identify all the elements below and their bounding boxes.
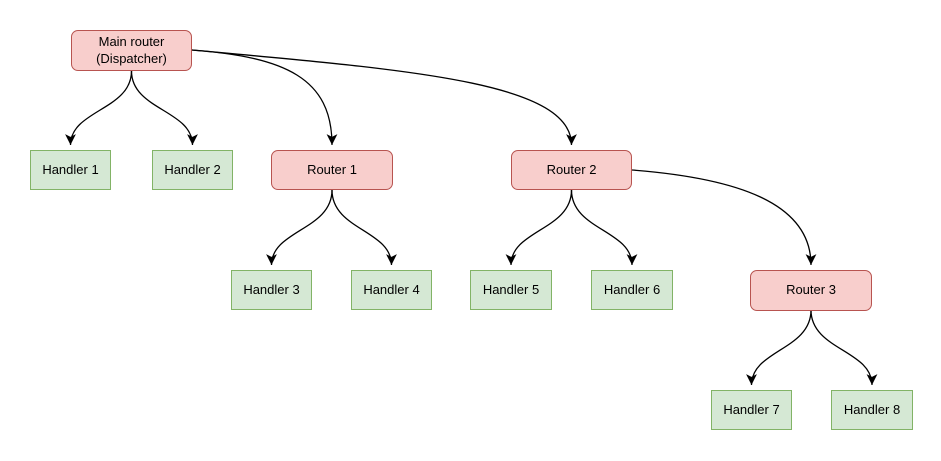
node-router-2-label: Router 2 [546, 161, 597, 177]
node-handler-8: Handler 8 [831, 390, 913, 430]
node-handler-2-label: Handler 2 [164, 161, 221, 177]
node-handler-3: Handler 3 [231, 270, 312, 310]
node-router-2: Router 2 [511, 150, 632, 190]
node-handler-7: Handler 7 [711, 390, 792, 430]
node-handler-3-label: Handler 3 [243, 281, 300, 297]
edge-main-router-to-router-1 [191, 49, 338, 146]
node-handler-6-label: Handler 6 [603, 281, 661, 297]
edge-router-2-to-handler-5 [505, 189, 573, 266]
node-router-1-label: Router 1 [307, 161, 357, 177]
node-handler-4: Handler 4 [351, 270, 432, 310]
node-main-router: Main router (Dispatcher) [71, 30, 192, 71]
node-handler-1-label: Handler 1 [42, 161, 99, 177]
edge-main-router-to-handler-1 [65, 70, 133, 146]
node-router-3: Router 3 [750, 270, 872, 311]
node-router-1: Router 1 [271, 150, 393, 190]
edge-router-3-to-handler-7 [746, 309, 812, 386]
node-handler-5: Handler 5 [470, 270, 552, 310]
node-main-router-label: Main router (Dispatcher) [96, 34, 167, 66]
node-handler-1: Handler 1 [30, 150, 111, 190]
node-handler-7-label: Handler 7 [723, 401, 780, 417]
node-router-3-label: Router 3 [786, 282, 836, 298]
node-handler-5-label: Handler 5 [482, 281, 540, 297]
edge-router-2-to-router-3 [631, 169, 817, 266]
edge-main-router-to-handler-2 [130, 70, 198, 146]
node-handler-8-label: Handler 8 [843, 401, 901, 417]
edge-router-3-to-handler-8 [810, 309, 878, 386]
edge-router-1-to-handler-3 [266, 189, 333, 266]
edge-main-router-to-router-2 [191, 49, 577, 146]
node-handler-2: Handler 2 [152, 150, 233, 190]
node-handler-6: Handler 6 [591, 270, 673, 310]
node-handler-4-label: Handler 4 [363, 281, 420, 297]
edge-router-2-to-handler-6 [570, 189, 638, 266]
edge-router-1-to-handler-4 [331, 189, 397, 266]
